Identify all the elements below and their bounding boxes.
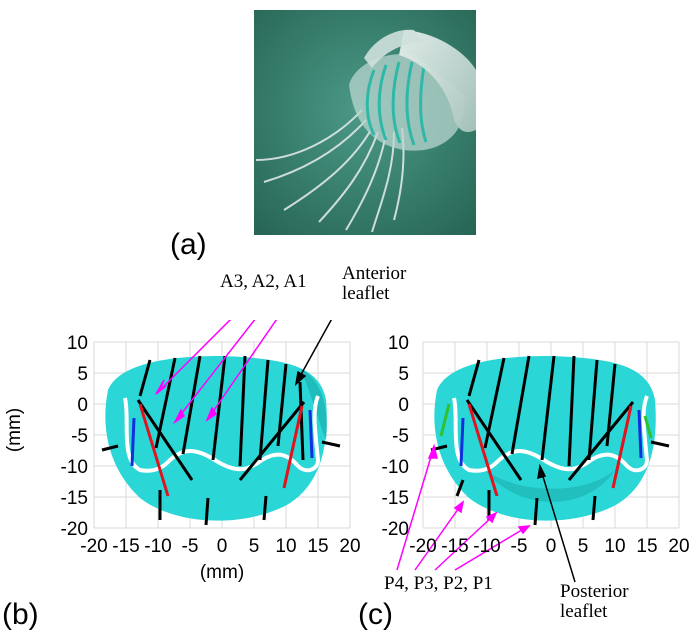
photo-chordae (255, 109, 405, 233)
photo-ribs (365, 61, 428, 146)
posterior-line1: Posterior (560, 581, 629, 602)
b-ytick: -20 (61, 519, 88, 540)
c-ytick: -20 (382, 519, 409, 540)
panel-b-xticks: -20 -15 -10 -5 0 5 10 15 20 (80, 536, 360, 557)
b-xtick: -10 (144, 536, 171, 557)
panel-b-yticks: 10 5 0 -5 -10 -15 -20 (61, 333, 88, 540)
panel-c-annulus (452, 395, 650, 473)
annotation-p4-p3-p2-p1: P4, P3, P2, P1 (384, 573, 493, 594)
panel-a-photo (254, 10, 476, 235)
panel-b-chordae-black (101, 355, 341, 526)
panel-b-plot: 10 5 0 -5 -10 -15 -20 -20 -15 -10 -5 0 5… (0, 294, 361, 600)
c-ytick: -15 (382, 488, 409, 509)
valve-photo-illustration (254, 10, 476, 235)
panel-c-plot: 10 5 0 -5 -10 -15 -20 -20 -15 -10 -5 0 5… (345, 320, 693, 600)
panel-b-label: (b) (2, 598, 39, 631)
c-xtick: -15 (441, 536, 468, 557)
annotation-anterior: Anterior leaflet (342, 264, 406, 304)
c-ytick: 10 (388, 333, 409, 354)
c-xtick: -20 (409, 536, 436, 557)
b-xtick: 0 (217, 536, 228, 557)
panel-c-xticks: -20 -15 -10 -5 0 5 10 15 20 (409, 536, 689, 557)
panel-c-annotation-arrows (396, 443, 531, 571)
c-xtick: 10 (604, 536, 625, 557)
panel-b-chordae-red (138, 403, 304, 497)
b-xtick: -20 (80, 536, 107, 557)
panel-c-svg: 10 5 0 -5 -10 -15 -20 -20 -15 -10 -5 0 5… (382, 333, 690, 583)
panel-c-label: (c) (358, 598, 393, 631)
b-xtick: -15 (112, 536, 139, 557)
c-xtick: 15 (636, 536, 657, 557)
c-ytick: -5 (392, 426, 409, 447)
b-ytick: 5 (77, 364, 88, 385)
panel-c-yticks: 10 5 0 -5 -10 -15 -20 (382, 333, 409, 540)
panel-c-chordae-blue (459, 409, 643, 467)
panel-b-svg: 10 5 0 -5 -10 -15 -20 -20 -15 -10 -5 0 5… (4, 294, 361, 583)
b-xtick: -5 (182, 536, 199, 557)
panel-b-xlabel: (mm) (200, 562, 244, 583)
c-ytick: -10 (382, 457, 409, 478)
panel-c-chordae-green (439, 403, 653, 439)
c-xtick: 0 (546, 536, 557, 557)
panel-c-chordae-red (467, 403, 633, 497)
c-xtick: -10 (473, 536, 500, 557)
panel-a-label: (a) (170, 228, 207, 261)
c-ytick: 0 (398, 395, 409, 416)
panel-c-chordae-black (430, 355, 670, 526)
panel-b-anterior-arrow (294, 294, 346, 386)
anterior-line1: Anterior (342, 263, 407, 284)
b-ytick: -15 (61, 488, 88, 509)
b-ytick: 0 (77, 395, 88, 416)
c-xtick: 20 (668, 536, 689, 557)
photo-annulus (399, 30, 476, 132)
annotation-a3-a2-a1: A3, A2, A1 (220, 271, 307, 292)
panel-b-annulus (123, 395, 321, 473)
b-xtick: 5 (249, 536, 260, 557)
b-xtick: 20 (339, 536, 360, 557)
anterior-line2: leaflet (342, 283, 390, 304)
b-ytick: -5 (71, 426, 88, 447)
b-xtick: 15 (307, 536, 328, 557)
posterior-line2: leaflet (560, 601, 608, 622)
annotation-posterior: Posterior leaflet (560, 582, 629, 622)
b-ytick: 10 (67, 333, 88, 354)
panel-b-annotation-arrows (155, 299, 291, 425)
c-xtick: -5 (511, 536, 528, 557)
panel-b-chordae-blue (130, 409, 314, 467)
c-xtick: 5 (578, 536, 589, 557)
panel-c-posterior-arrow (537, 463, 576, 583)
b-xtick: 10 (275, 536, 296, 557)
c-ytick: 5 (398, 364, 409, 385)
b-ytick: -10 (61, 457, 88, 478)
panel-b-ylabel: (mm) (4, 408, 25, 452)
